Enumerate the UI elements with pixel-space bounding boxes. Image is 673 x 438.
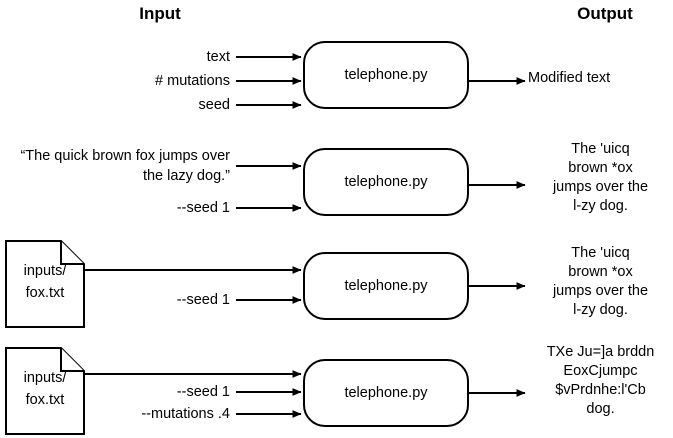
document-icon — [5, 347, 85, 435]
process-box-telephone-1: telephone.py — [303, 41, 469, 109]
output-text-3: The 'uicq brown *ox jumps over the l-zy … — [552, 245, 649, 318]
file-icon-label: inputs/ fox.txt — [23, 370, 67, 408]
file-icon-label: inputs/ fox.txt — [23, 263, 67, 301]
process-box-label: telephone.py — [344, 385, 428, 401]
column-header-input: Input — [139, 4, 181, 23]
input-label-seed-3: --seed 1 — [176, 292, 230, 308]
file-icon-inputs-fox-txt-2: inputs/ fox.txt — [5, 347, 85, 435]
input-label-seed: seed — [198, 97, 230, 113]
output-text-4: TXe Ju=]a brddn EoxCjumpc $vPrdnhe:l'Cb … — [546, 344, 655, 417]
input-label-quote: “The quick brown fox jumps over the lazy… — [20, 148, 230, 184]
input-label-mutations: # mutations — [155, 73, 230, 89]
input-label-mutations-4: --mutations .4 — [141, 406, 230, 422]
column-header-output: Output — [577, 4, 633, 23]
process-box-telephone-3: telephone.py — [303, 252, 469, 320]
process-box-label: telephone.py — [344, 278, 428, 294]
input-label-text: text — [206, 49, 230, 65]
input-label-seed-4: --seed 1 — [176, 384, 230, 400]
process-box-label: telephone.py — [344, 174, 428, 190]
process-box-telephone-4: telephone.py — [303, 359, 469, 427]
process-box-label: telephone.py — [344, 67, 428, 83]
input-label-seed-2: --seed 1 — [176, 200, 230, 216]
file-icon-inputs-fox-txt-1: inputs/ fox.txt — [5, 240, 85, 328]
document-icon — [5, 240, 85, 328]
output-text-1: Modified text — [528, 70, 611, 86]
process-box-telephone-2: telephone.py — [303, 148, 469, 216]
output-text-2: The 'uicq brown *ox jumps over the l-zy … — [552, 141, 649, 214]
